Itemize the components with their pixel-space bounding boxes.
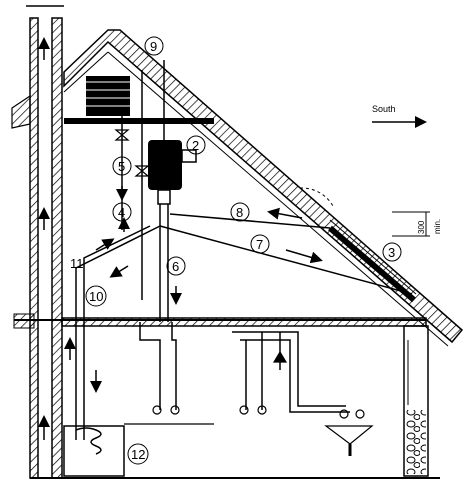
foundation-wall [403, 325, 429, 477]
window-swing [299, 187, 335, 209]
label-4: 4 [118, 205, 125, 220]
label-9: 9 [150, 39, 157, 54]
fixtures [124, 350, 374, 456]
label-12: 12 [131, 447, 145, 462]
label-8: 8 [236, 205, 243, 220]
label-10: 10 [89, 289, 103, 304]
label-3: 3 [388, 245, 395, 260]
label-11: 11 [70, 256, 84, 271]
chimney [26, 5, 64, 479]
dimension-unit: min. [433, 219, 442, 234]
roof [11, 29, 464, 347]
direction-label: South [372, 104, 396, 114]
boiler [63, 425, 125, 477]
attic-floor [13, 118, 427, 329]
label-5: 5 [118, 159, 125, 174]
label-7: 7 [256, 237, 263, 252]
dimension-bracket [392, 211, 430, 237]
label-6: 6 [172, 259, 179, 274]
valve [114, 129, 150, 177]
flow-arrows [38, 37, 427, 440]
solar-collector [328, 219, 417, 303]
labels: 9 2 5 4 8 7 3 6 11 10 12 [70, 36, 402, 465]
storage-tank [86, 76, 130, 116]
pipes [75, 60, 413, 440]
label-2: 2 [192, 138, 199, 153]
dimension-value: 300 [417, 220, 426, 234]
